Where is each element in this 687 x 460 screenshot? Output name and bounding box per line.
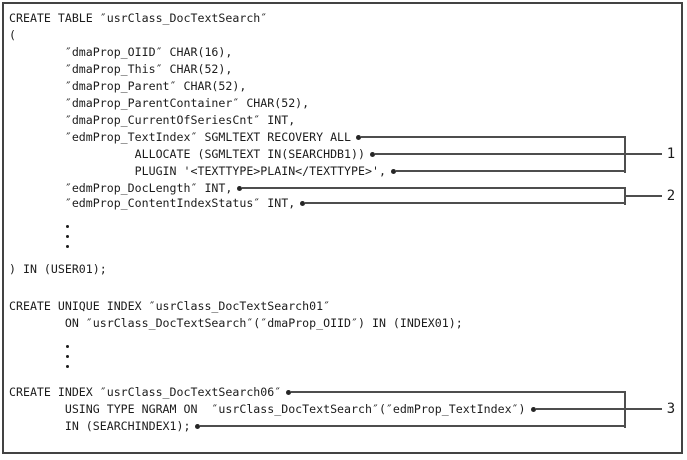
code-text: ″dmaProp_This″ CHAR(52), [9, 62, 233, 76]
code-text: ″edmProp_DocLength″ INT, [9, 181, 233, 195]
callout-label-2: 2 [666, 188, 676, 204]
code-line-annotated: PLUGIN '<TEXTTYPE>PLAIN</TEXTTYPE>', [9, 164, 624, 178]
ellipsis-dot [66, 345, 69, 348]
code-line: CREATE TABLE ″usrClass_DocTextSearch″ [9, 11, 267, 25]
ellipsis-dot [66, 245, 69, 248]
bullet-dot-icon [390, 168, 396, 174]
code-line: ″dmaProp_Parent″ CHAR(52), [9, 79, 247, 93]
code-line: ″dmaProp_CurrentOfSeriesCnt″ INT, [9, 113, 295, 127]
code-text: USING TYPE NGRAM ON ″usrClass_DocTextSea… [9, 402, 526, 416]
callout-label-1: 1 [666, 146, 676, 162]
code-line: ″dmaProp_This″ CHAR(52), [9, 62, 233, 76]
ellipsis-dot [66, 235, 69, 238]
code-text: ″edmProp_ContentIndexStatus″ INT, [9, 196, 296, 210]
code-text: PLUGIN '<TEXTTYPE>PLAIN</TEXTTYPE>', [9, 164, 386, 178]
callout-bracket-1 [624, 136, 626, 173]
code-text: CREATE INDEX ″usrClass_DocTextSearch06″ [9, 385, 282, 399]
code-line-annotated: ″edmProp_ContentIndexStatus″ INT, [9, 196, 624, 210]
ellipsis-dot [66, 355, 69, 358]
callout-line [200, 425, 624, 427]
bullet-dot-icon [300, 200, 306, 206]
code-line-annotated: ″edmProp_DocLength″ INT, [9, 181, 624, 195]
code-text: ″dmaProp_OIID″ CHAR(16), [9, 45, 233, 59]
callout-line [291, 391, 624, 393]
ellipsis-dot [66, 225, 69, 228]
bullet-dot-icon [286, 389, 292, 395]
code-text: ) IN (USER01); [9, 262, 107, 276]
code-text: ″dmaProp_CurrentOfSeriesCnt″ INT, [9, 113, 296, 127]
code-text: IN (SEARCHINDEX1); [9, 419, 191, 433]
callout-stub-2 [624, 195, 662, 197]
bullet-dot-icon [356, 134, 362, 140]
callout-line [395, 170, 624, 172]
callout-label-3: 3 [666, 401, 676, 417]
code-text: ″dmaProp_Parent″ CHAR(52), [9, 79, 247, 93]
code-text: ″dmaProp_ParentContainer″ CHAR(52), [9, 96, 310, 110]
bullet-dot-icon [237, 185, 243, 191]
callout-stub-3 [624, 408, 662, 410]
code-text: ON ″usrClass_DocTextSearch″(″dmaProp_OII… [9, 316, 463, 330]
code-text: CREATE TABLE ″usrClass_DocTextSearch″ [9, 11, 268, 25]
code-line: ) IN (USER01); [9, 262, 107, 276]
code-line-annotated: USING TYPE NGRAM ON ″usrClass_DocTextSea… [9, 402, 624, 416]
callout-bracket-3 [624, 391, 626, 428]
code-line-annotated: IN (SEARCHINDEX1); [9, 419, 624, 433]
figure-frame [2, 2, 683, 454]
code-line: ON ″usrClass_DocTextSearch″(″dmaProp_OII… [9, 316, 463, 330]
bullet-dot-icon [369, 151, 375, 157]
callout-line [361, 136, 624, 138]
code-text: ″edmProp_TextIndex″ SGMLTEXT RECOVERY AL… [9, 130, 352, 144]
code-line: ″dmaProp_ParentContainer″ CHAR(52), [9, 96, 309, 110]
code-text: CREATE UNIQUE INDEX ″usrClass_DocTextSea… [9, 299, 331, 313]
code-line-annotated: CREATE INDEX ″usrClass_DocTextSearch06″ [9, 385, 624, 399]
callout-line [535, 408, 624, 410]
ellipsis-dot [66, 365, 69, 368]
code-line: CREATE UNIQUE INDEX ″usrClass_DocTextSea… [9, 299, 330, 313]
bullet-dot-icon [530, 406, 536, 412]
code-line: ( [9, 28, 16, 42]
callout-line [374, 153, 624, 155]
bullet-dot-icon [195, 423, 201, 429]
code-text: ALLOCATE (SGMLTEXT IN(SEARCHDB1)) [9, 147, 365, 161]
callout-line [305, 202, 624, 204]
callout-stub-1 [624, 153, 662, 155]
code-text: ( [9, 28, 16, 42]
code-line: ″dmaProp_OIID″ CHAR(16), [9, 45, 233, 59]
code-line-annotated: ALLOCATE (SGMLTEXT IN(SEARCHDB1)) [9, 147, 624, 161]
code-line-annotated: ″edmProp_TextIndex″ SGMLTEXT RECOVERY AL… [9, 130, 624, 144]
callout-line [242, 187, 624, 189]
